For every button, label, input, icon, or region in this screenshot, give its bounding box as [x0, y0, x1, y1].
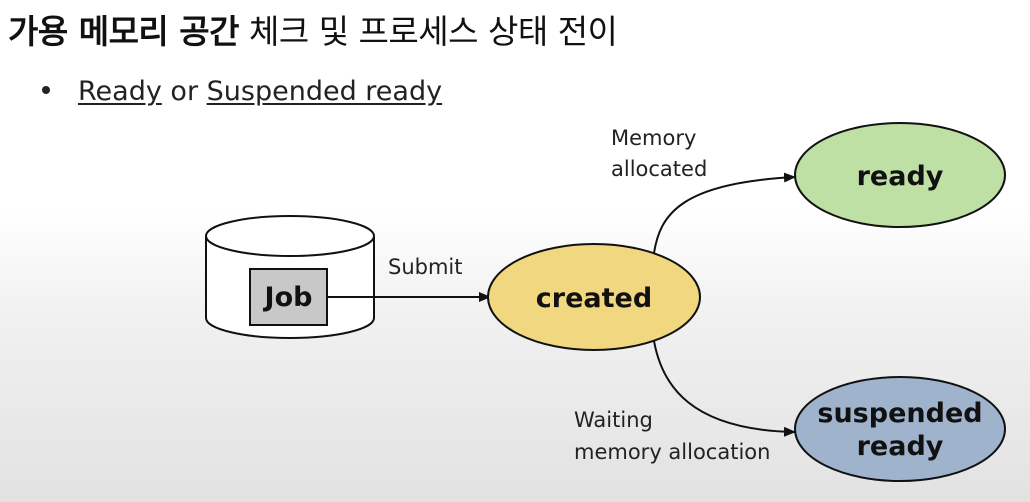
created-label: created — [536, 283, 652, 314]
suspended-label-line1: suspended — [817, 398, 982, 429]
memory-allocated-arrow — [653, 172, 796, 254]
slide-title: 가용 메모리 공간 체크 및 프로세스 상태 전이 — [8, 10, 618, 54]
ready-label: ready — [857, 161, 944, 192]
title-rest: 체크 및 프로세스 상태 전이 — [249, 12, 618, 51]
waiting-allocation-label-line1: Waiting — [574, 408, 653, 432]
bullet-term-suspended-ready: Suspended ready — [206, 76, 443, 107]
waiting-allocation-label-line2: memory allocation — [574, 440, 770, 464]
waiting-allocation-arrow — [653, 340, 796, 437]
ready-node — [794, 122, 1006, 228]
suspended-label-line2: ready — [857, 431, 944, 462]
memory-allocated-label-line2: allocated — [611, 157, 707, 181]
job-label: Job — [263, 282, 313, 313]
cylinder-top — [205, 215, 375, 257]
title-bold: 가용 메모리 공간 — [8, 12, 240, 51]
bullet-term-ready: Ready — [78, 76, 162, 107]
suspended-ready-node — [794, 376, 1006, 482]
submit-label: Submit — [388, 255, 463, 279]
bullet-dot — [42, 85, 50, 94]
bullet-conj: or — [170, 76, 199, 107]
memory-allocated-label-line1: Memory — [611, 126, 696, 150]
bullet-line: Ready or Suspended ready — [42, 74, 442, 110]
created-node — [487, 243, 701, 351]
